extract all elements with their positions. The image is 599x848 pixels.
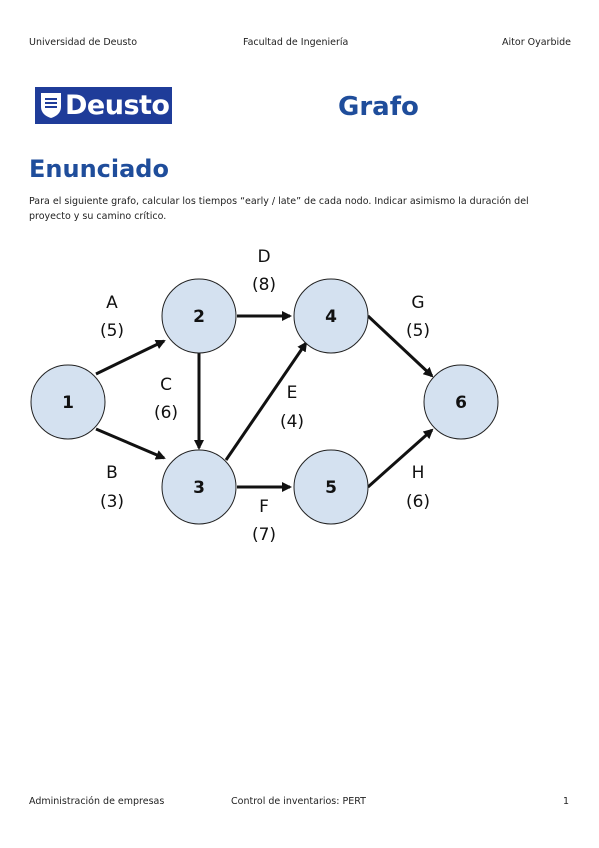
edge-g (366, 314, 434, 378)
edge-a (95, 339, 166, 376)
activity-f-name: F (259, 497, 269, 517)
node-6: 6 (423, 364, 499, 440)
logo-wordmark: Deusto (65, 90, 170, 121)
edge-e (224, 341, 308, 461)
footer-course: Administración de empresas (29, 796, 165, 807)
node-5-label: 5 (325, 478, 337, 498)
activity-f-duration: (7) (252, 525, 276, 545)
node-2-label: 2 (193, 307, 205, 327)
node-3-label: 3 (193, 478, 205, 498)
page-number: 1 (562, 796, 569, 807)
edge-h (367, 428, 434, 489)
deusto-logo: Deusto (35, 87, 172, 124)
activity-g-name: G (411, 293, 424, 313)
activity-g-duration: (5) (406, 321, 430, 341)
node-2: 2 (161, 278, 237, 354)
node-1-label: 1 (62, 393, 74, 413)
activity-b-name: B (106, 463, 118, 483)
header-author: Aitor Oyarbide (502, 37, 571, 48)
activity-h-duration: (6) (406, 492, 430, 512)
node-5: 5 (293, 449, 369, 525)
activity-a-duration: (5) (100, 321, 124, 341)
activity-e-duration: (4) (280, 412, 304, 432)
shield-icon (41, 93, 61, 118)
section-title: Enunciado (29, 155, 169, 183)
activity-c-name: C (160, 375, 172, 395)
edge-b (95, 427, 166, 460)
node-4-label: 4 (325, 307, 337, 327)
node-4: 4 (293, 278, 369, 354)
activity-a-name: A (106, 293, 118, 313)
activity-b-duration: (3) (100, 492, 124, 512)
activity-d-duration: (8) (252, 275, 276, 295)
activity-d-name: D (257, 247, 270, 267)
node-1: 1 (30, 364, 106, 440)
header-university: Universidad de Deusto (29, 37, 138, 48)
header-faculty: Facultad de Ingeniería (243, 37, 349, 48)
pert-graph: 1 2 3 4 5 6 A (5) B (3) C (6) D (8) E (4… (30, 247, 499, 545)
node-3: 3 (161, 449, 237, 525)
activity-e-name: E (287, 383, 298, 403)
problem-statement: Para el siguiente grafo, calcular los ti… (29, 196, 529, 222)
footer-topic: Control de inventarios: PERT (231, 796, 366, 807)
document-title: Grafo (338, 92, 419, 122)
activity-c-duration: (6) (154, 403, 178, 423)
activity-h-name: H (412, 463, 425, 483)
node-6-label: 6 (455, 393, 467, 413)
